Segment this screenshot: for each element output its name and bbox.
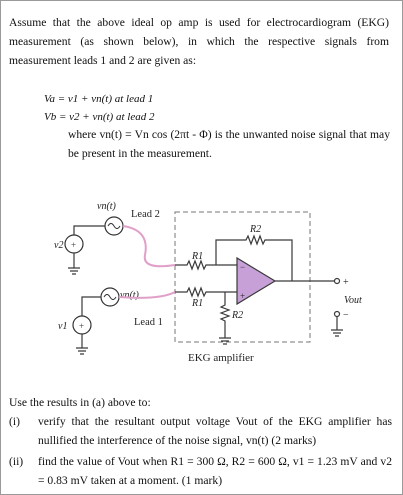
r2-top-label: R2 [249, 224, 261, 235]
minus-label: − [343, 310, 349, 321]
lead1-label: Lead 1 [134, 317, 163, 328]
r1-bottom-resistor [175, 286, 230, 298]
question-text: verify that the resultant output voltage… [38, 415, 392, 447]
output-terminal-plus [333, 277, 341, 285]
r1-top-resistor [175, 259, 230, 271]
source-mid-label: vn(t) [120, 290, 140, 301]
questions-intro: Use the results in (a) above to: [9, 396, 151, 409]
intro-paragraph: Assume that the above ideal op amp is us… [9, 16, 389, 67]
v1-label: v1 [58, 321, 67, 332]
svg-text:+: + [240, 291, 245, 301]
vout-label: Vout [344, 295, 362, 306]
plus-label: + [343, 277, 349, 288]
output-terminal-minus [333, 310, 341, 318]
lead2-label: Lead 2 [131, 209, 160, 220]
op-amp [236, 256, 277, 306]
noise-source-bottom [100, 287, 120, 307]
noise-definition: where vn(t) = Vn cos (2πt - Φ) is the un… [68, 128, 390, 160]
equation-vb: Vb = v2 + vn(t) at lead 2 [44, 111, 155, 123]
question-number: (ii) [9, 455, 24, 468]
r2-feedback-resistor [215, 234, 293, 281]
question-number: (i) [9, 415, 20, 428]
v1-source: + [72, 315, 92, 335]
equation-va: Va = v1 + vn(t) at lead 1 [44, 93, 154, 105]
source-top-label: vn(t) [97, 201, 117, 212]
v2-source: + [64, 234, 84, 254]
svg-text:+: + [71, 240, 76, 250]
noise-source-top [104, 216, 124, 236]
lead2-wire [122, 225, 176, 268]
r2-ground-resistor [219, 292, 231, 330]
r1-bottom-label: R1 [191, 298, 203, 309]
r2-bottom-label: R2 [231, 310, 243, 321]
question-item: (i) verify that the resultant output vol… [9, 412, 393, 450]
svg-text:+: + [79, 321, 84, 331]
question-text: find the value of Vout when R1 = 300 Ω, … [38, 455, 392, 487]
lead1-wire [118, 291, 176, 299]
svg-text:−: − [240, 262, 245, 272]
r1-top-label: R1 [191, 251, 203, 262]
diagram-caption: EKG amplifier [188, 352, 254, 364]
amplifier-boundary [174, 211, 311, 343]
v2-label: v2 [54, 240, 63, 251]
question-item: (ii) find the value of Vout when R1 = 30… [9, 452, 393, 490]
